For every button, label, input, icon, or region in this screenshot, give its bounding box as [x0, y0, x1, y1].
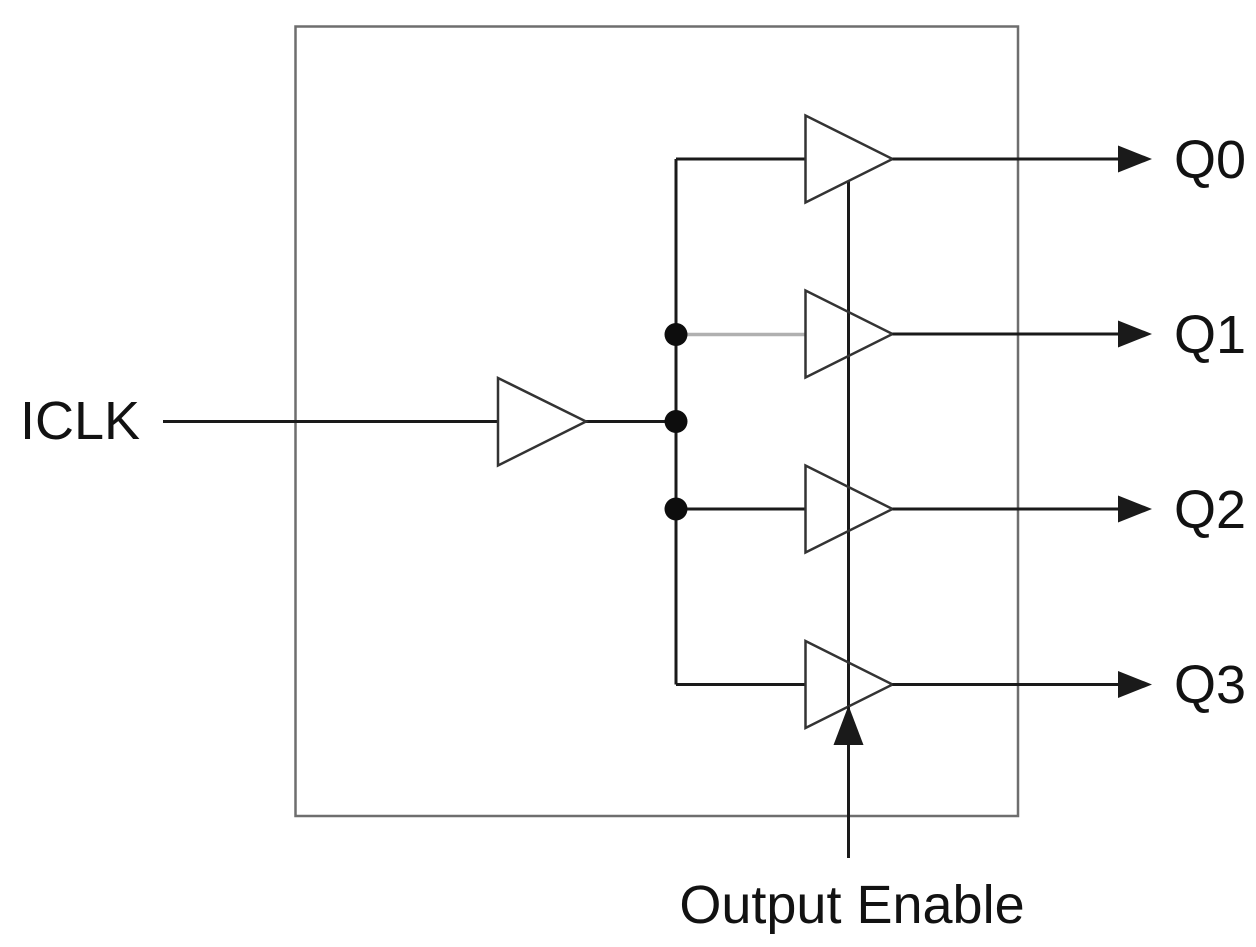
junction-dot-q1: [664, 323, 688, 346]
q2-arrowhead-icon: [1118, 495, 1152, 523]
junction-dot-center: [664, 410, 688, 433]
output-enable-label: Output Enable: [679, 875, 1024, 935]
input-buffer-triangle-icon: [496, 375, 589, 468]
iclk-label: ICLK: [20, 391, 140, 451]
q0-output-buffer-triangle-icon: [804, 113, 896, 205]
q3-label: Q3: [1174, 655, 1246, 715]
q1-label: Q1: [1174, 305, 1246, 365]
output-enable-arrowhead-icon: [833, 705, 864, 745]
q2-label: Q2: [1174, 480, 1246, 540]
q2-output-buffer-triangle-icon: [804, 463, 896, 555]
q1-arrowhead-icon: [1118, 320, 1152, 348]
q0-label: Q0: [1174, 130, 1246, 190]
junction-dot-q2: [664, 497, 688, 521]
q3-arrowhead-icon: [1118, 671, 1152, 698]
q1-output-buffer-triangle-icon: [804, 288, 896, 380]
q0-arrowhead-icon: [1118, 145, 1152, 173]
q3-output-buffer-triangle-icon: [804, 638, 896, 731]
